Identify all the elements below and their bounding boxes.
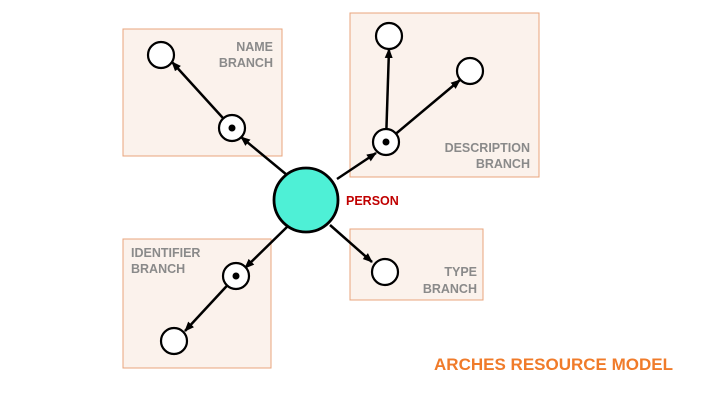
edge-root-to-name-node bbox=[240, 136, 288, 176]
person-root-node[interactable] bbox=[272, 166, 340, 234]
nodes bbox=[146, 21, 485, 356]
description-branch-label-line1: DESCRIPTION bbox=[445, 141, 530, 155]
name-branch-label-line2: BRANCH bbox=[219, 56, 273, 70]
type-branch-label-line2: BRANCH bbox=[423, 282, 477, 296]
name-branch-label-line1: NAME bbox=[236, 40, 273, 54]
description-leaf-node-right[interactable] bbox=[455, 56, 485, 86]
edge-root-to-description-node bbox=[336, 151, 377, 181]
identifier-branch-label-line2: BRANCH bbox=[131, 262, 185, 276]
type-leaf-node[interactable] bbox=[370, 257, 400, 287]
name-branch-node-dot bbox=[228, 124, 236, 132]
edge-name-node-to-name-leaf bbox=[171, 61, 233, 129]
description-leaf-node-top[interactable] bbox=[374, 21, 404, 51]
description-branch-label-line2: BRANCH bbox=[476, 157, 530, 171]
edge-description-node-to-leaf-right bbox=[385, 79, 461, 143]
identifier-leaf-node[interactable] bbox=[159, 326, 189, 356]
identifier-branch-label-line1: IDENTIFIER bbox=[131, 246, 200, 260]
edges bbox=[171, 48, 461, 332]
diagram-title: ARCHES RESOURCE MODEL bbox=[434, 355, 673, 374]
identifier-branch-node-dot bbox=[232, 272, 240, 280]
edge-root-to-identifier-node bbox=[244, 226, 288, 269]
edge-description-node-to-leaf-top bbox=[384, 48, 393, 143]
name-branch-box: NAME BRANCH bbox=[122, 28, 283, 157]
type-branch-box: TYPE BRANCH bbox=[349, 228, 484, 301]
person-root-label: PERSON bbox=[346, 194, 399, 208]
type-branch-label-line1: TYPE bbox=[444, 265, 477, 279]
identifier-branch-box: IDENTIFIER BRANCH bbox=[122, 238, 272, 369]
description-branch-node-dot bbox=[382, 138, 390, 146]
name-leaf-node[interactable] bbox=[146, 40, 176, 70]
edge-root-to-type-leaf bbox=[329, 224, 373, 263]
